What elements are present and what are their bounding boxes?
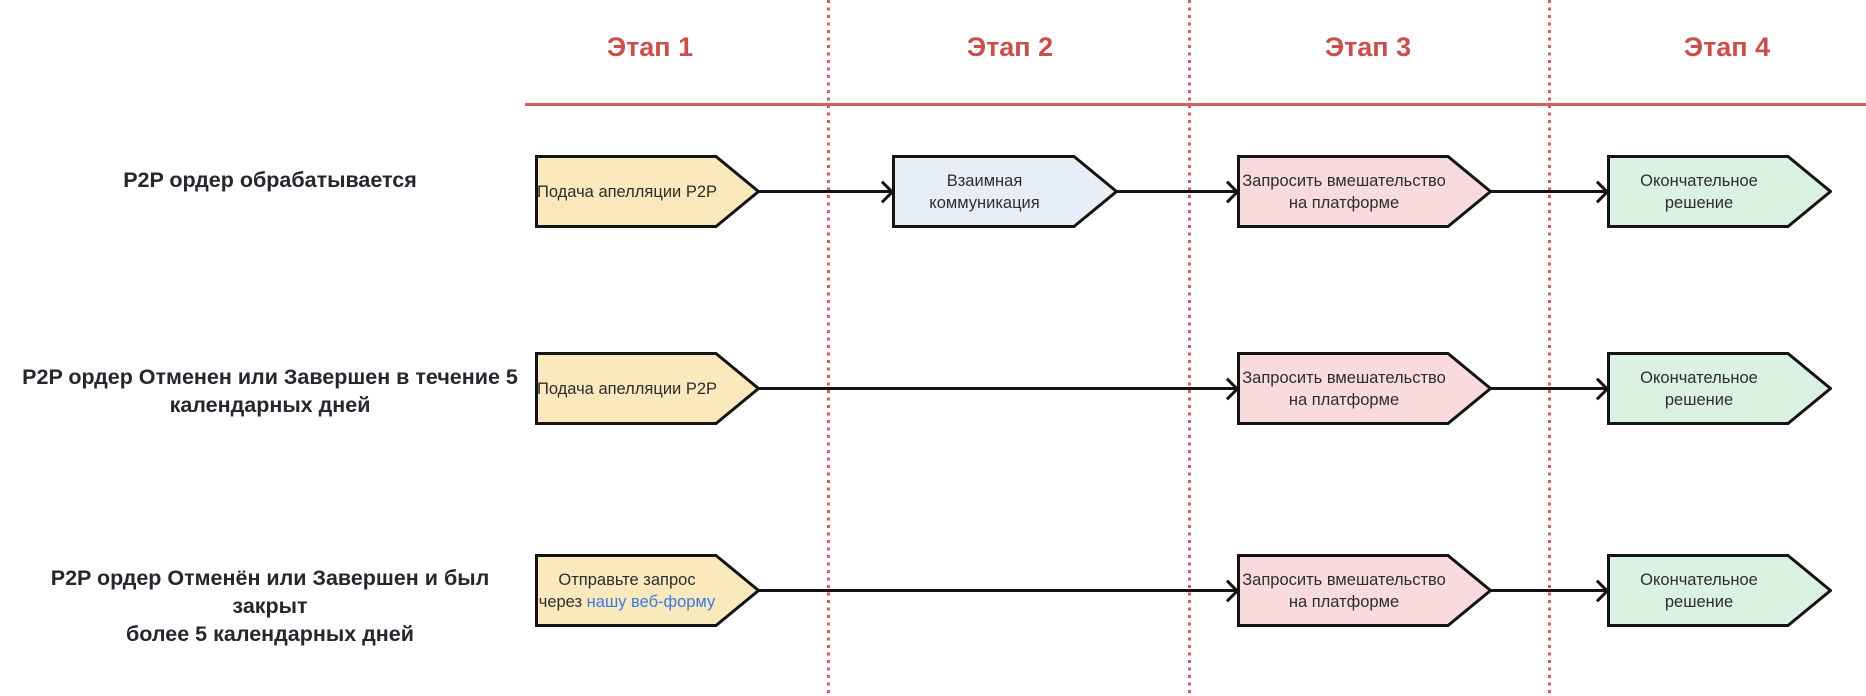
flow-arrow-row2-1 bbox=[758, 387, 1235, 390]
box-platform-row3: Запросить вмешательство на платформе bbox=[1237, 554, 1492, 627]
flow-arrow-row3-2 bbox=[1491, 589, 1605, 592]
box-platform-row1: Запросить вмешательство на платформе bbox=[1237, 155, 1492, 228]
step-arrow-shape bbox=[1607, 554, 1832, 627]
flow-arrow-row1-1 bbox=[758, 190, 890, 193]
step-arrow-shape bbox=[1237, 352, 1492, 425]
box-appeal-row2: Подача апелляции P2P bbox=[535, 352, 760, 425]
flow-arrow-row2-2 bbox=[1491, 387, 1605, 390]
box-final-row2: Окончательное решение bbox=[1607, 352, 1832, 425]
stage-header-2: Этап 2 bbox=[966, 32, 1054, 62]
row-label-cancelled-5days: P2P ордер Отменен или Завершен в течение… bbox=[22, 365, 518, 417]
box-platform-row2: Запросить вмешательство на платформе bbox=[1237, 352, 1492, 425]
box-communication-row1: Взаимная коммуникация bbox=[892, 155, 1118, 228]
flow-arrow-row1-3 bbox=[1491, 190, 1605, 193]
flow-arrow-row1-2 bbox=[1117, 190, 1235, 193]
stage-divider-2 bbox=[1188, 0, 1191, 696]
stage-divider-3 bbox=[1548, 0, 1551, 696]
step-arrow-shape bbox=[1237, 155, 1492, 228]
step-arrow-shape bbox=[535, 554, 760, 627]
box-final-row3: Окончательное решение bbox=[1607, 554, 1832, 627]
box-webform-request-row3: Отправьте запрос через нашу веб-форму bbox=[535, 554, 760, 627]
box-final-row1: Окончательное решение bbox=[1607, 155, 1832, 228]
box-appeal-row1: Подача апелляции P2P bbox=[535, 155, 760, 228]
step-arrow-shape bbox=[535, 352, 760, 425]
stage-header-1: Этап 1 bbox=[606, 32, 694, 62]
step-arrow-shape bbox=[892, 155, 1118, 228]
row-label-closed-over-5days: P2P ордер Отменён или Завершен и был зак… bbox=[50, 566, 490, 646]
step-arrow-shape bbox=[535, 155, 760, 228]
flow-arrow-row3-1 bbox=[758, 589, 1235, 592]
stage-header-3: Этап 3 bbox=[1324, 32, 1412, 62]
stage-divider-1 bbox=[827, 0, 830, 696]
web-form-link[interactable]: нашу веб-форму bbox=[586, 592, 716, 611]
stage-header-underline bbox=[525, 103, 1866, 106]
step-arrow-shape bbox=[1237, 554, 1492, 627]
stage-header-4: Этап 4 bbox=[1683, 32, 1771, 62]
row-label-processing: P2P ордер обрабатывается bbox=[123, 168, 417, 192]
step-arrow-shape bbox=[1607, 155, 1832, 228]
step-arrow-shape bbox=[1607, 352, 1832, 425]
